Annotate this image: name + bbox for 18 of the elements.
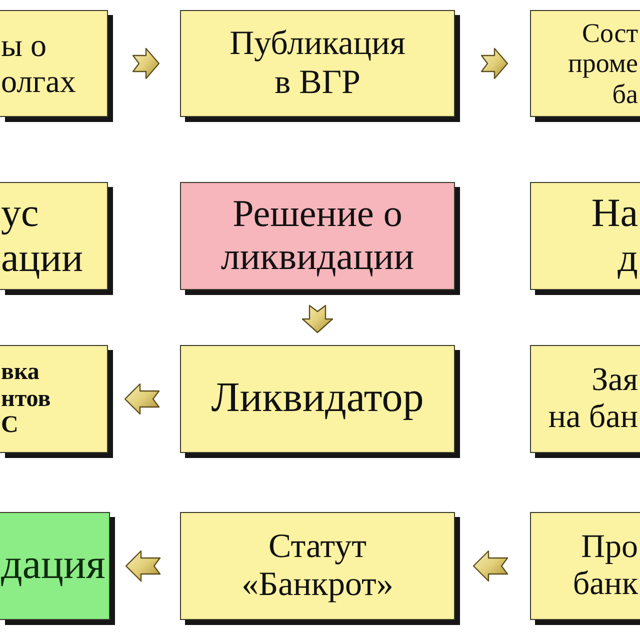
step-text: вка нтов С <box>1 358 51 440</box>
step-text: Статут «Банкрот» <box>242 528 394 604</box>
step-text: Ликвидатор <box>211 375 424 423</box>
block-arrow <box>472 550 508 582</box>
step-text: дация <box>1 542 106 590</box>
step-text: На д <box>591 191 638 281</box>
block-arrow <box>132 48 160 80</box>
step-text: Про банк <box>572 529 638 603</box>
step-text: ус ации <box>1 191 83 281</box>
block-arrow <box>125 550 161 582</box>
step-text: ы о олгах <box>1 28 76 100</box>
block-arrow <box>302 304 334 334</box>
block-arrow <box>124 383 160 415</box>
step-text: Сост проме ба <box>568 18 638 109</box>
step-text: Решение о ликвидации <box>220 193 414 279</box>
step-text: Публикация в ВГР <box>230 25 406 102</box>
step-text: Зая на бан <box>548 362 638 436</box>
block-arrow <box>480 48 508 80</box>
